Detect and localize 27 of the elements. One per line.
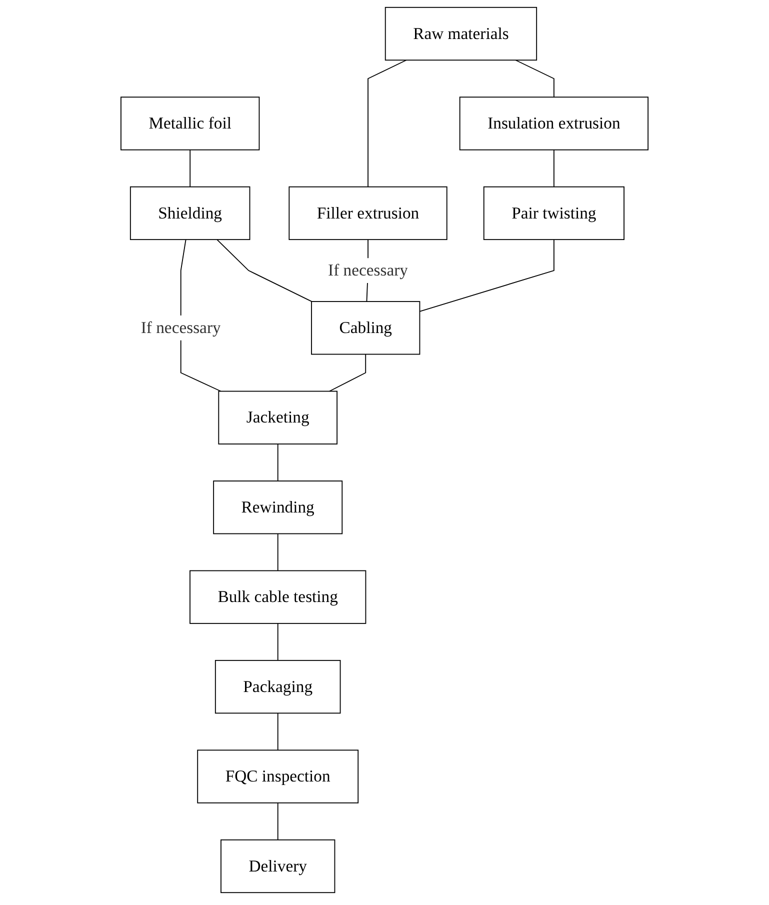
node-box: Raw materials (384, 6, 538, 61)
connector (277, 712, 278, 751)
node-box: Shielding (130, 186, 250, 240)
node-box: Metallic foil (120, 96, 260, 150)
node-box: Pair twisting (483, 186, 624, 240)
connector (553, 149, 554, 188)
node-box: FQC inspection (197, 750, 359, 804)
connector (277, 802, 278, 840)
connector (515, 60, 554, 98)
node-box: Insulation extrusion (459, 96, 648, 150)
node-box: Packaging (214, 660, 341, 714)
node-box: Delivery (220, 839, 336, 894)
connector (190, 149, 191, 188)
edge-label: If necessary (328, 260, 408, 280)
edge-label: If necessary (140, 318, 221, 337)
node-box: Cabling (311, 301, 420, 355)
connector (419, 239, 554, 312)
connector (368, 60, 407, 188)
node-box: Bulk cable testing (190, 570, 366, 624)
node-box: Rewinding (213, 480, 343, 534)
node-box: Filler extrusion (288, 186, 448, 240)
connector (216, 239, 312, 302)
node-box: Jacketing (218, 390, 338, 444)
connector (328, 354, 366, 392)
connector (277, 533, 278, 572)
connector (277, 444, 278, 482)
connector (277, 622, 278, 661)
